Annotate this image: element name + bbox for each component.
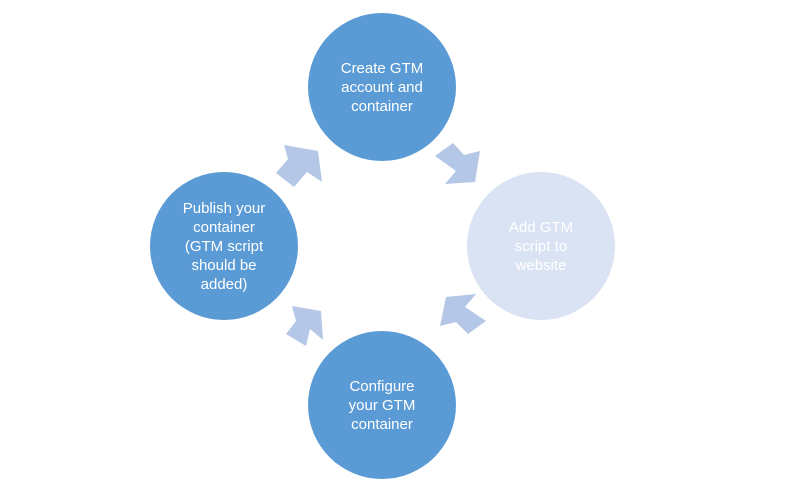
step-node-add-script: Add GTM script to website bbox=[467, 172, 615, 320]
node-label: Create GTM account and container bbox=[340, 59, 424, 115]
step-node-publish-container: Publish your container (GTM script shoul… bbox=[150, 172, 298, 320]
node-label: Configure your GTM container bbox=[348, 377, 416, 433]
step-node-configure-container: Configure your GTM container bbox=[308, 331, 456, 479]
step-node-create-account: Create GTM account and container bbox=[308, 13, 456, 161]
node-label: Add GTM script to website bbox=[508, 218, 574, 274]
node-label: Publish your container (GTM script shoul… bbox=[182, 199, 266, 293]
